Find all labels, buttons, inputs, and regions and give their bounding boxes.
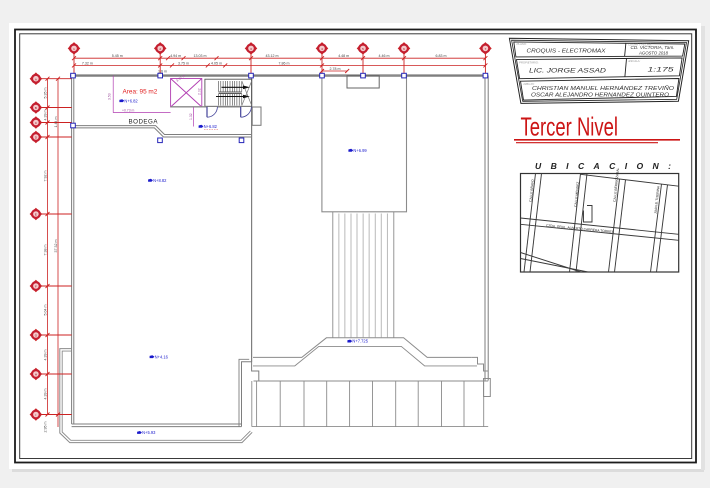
svg-text:4.39 m: 4.39 m (43, 389, 47, 400)
svg-text:2: 2 (159, 47, 161, 51)
svg-text:LIC. JORGE ASSAD: LIC. JORGE ASSAD (529, 68, 607, 75)
svg-text:E: E (35, 213, 37, 217)
svg-text:JUAN B. TIJERINA: JUAN B. TIJERINA (654, 185, 661, 214)
svg-text:LUGAR Y FECHA:: LUGAR Y FECHA: (629, 43, 652, 47)
svg-text:1.44 m: 1.44 m (54, 117, 58, 128)
svg-text:4: 4 (321, 47, 323, 51)
svg-text:7.92 m: 7.92 m (43, 171, 47, 182)
svg-text:C: C (35, 121, 38, 125)
svg-text:B: B (35, 106, 37, 110)
svg-text:3.57 m: 3.57 m (175, 73, 186, 82)
svg-text:N+6.82: N+6.82 (204, 124, 218, 129)
svg-text:5.35 m: 5.35 m (43, 88, 47, 99)
svg-text:PROPIETARIO:: PROPIETARIO: (519, 61, 539, 65)
svg-text:6.83 m: 6.83 m (436, 54, 447, 58)
svg-text:F: F (35, 285, 37, 289)
svg-text:37.32 m: 37.32 m (54, 240, 58, 253)
svg-text:Tercer Nivel: Tercer Nivel (521, 112, 619, 142)
svg-text:7.38 m: 7.38 m (43, 245, 47, 256)
svg-text:CD. VICTORIA, Tam.: CD. VICTORIA, Tam. (631, 45, 675, 50)
svg-text:4.46 m: 4.46 m (379, 54, 390, 58)
svg-text:7: 7 (485, 47, 487, 51)
svg-text:CHRISTIAN MANUEL HERNÁNDEZ TRE: CHRISTIAN MANUEL HERNÁNDEZ TREVIÑO (532, 85, 675, 92)
svg-text:N+4.16: N+4.16 (155, 354, 169, 359)
svg-text:5: 5 (362, 47, 364, 51)
svg-text:H: H (35, 373, 37, 377)
svg-text:OSCAR ALEJANDRO HERNANDEZ QUIN: OSCAR ALEJANDRO HERNANDEZ QUINTERO (531, 92, 670, 98)
svg-text:3.53: 3.53 (108, 93, 112, 100)
svg-text:I: I (35, 413, 36, 417)
svg-text:2.95 m: 2.95 m (43, 422, 47, 433)
svg-text:2.78 m: 2.78 m (330, 67, 341, 71)
svg-text:4.05 m: 4.05 m (211, 61, 222, 65)
svg-text:1: 1 (73, 47, 75, 51)
svg-text:3: 3 (250, 47, 252, 51)
svg-text:BODEGA: BODEGA (129, 119, 159, 126)
svg-text:G: G (35, 334, 38, 338)
svg-text:3.75 m: 3.75 m (178, 61, 189, 65)
svg-text:+0.73 m: +0.73 m (122, 108, 135, 112)
svg-text:CZDA. GRAL. ALBERTO CARRERA TO: CZDA. GRAL. ALBERTO CARRERA TORRES (546, 224, 615, 235)
svg-text:7.86 m: 7.86 m (279, 61, 290, 65)
svg-text:2.02: 2.02 (198, 88, 202, 95)
svg-text:13.03 m: 13.03 m (194, 54, 207, 58)
svg-text:5.04 m: 5.04 m (43, 305, 47, 316)
svg-text:CALLE BERRIOZABAL: CALLE BERRIOZABAL (613, 167, 621, 202)
svg-text:CALLE MENDEZ: CALLE MENDEZ (574, 182, 581, 208)
svg-text:D: D (35, 136, 38, 140)
svg-text:1:175: 1:175 (648, 67, 675, 74)
svg-text:DIBUJO:: DIBUJO: (524, 82, 535, 86)
svg-text:N+5.93: N+5.93 (142, 430, 156, 435)
svg-text:7.32 m: 7.32 m (82, 61, 93, 65)
svg-text:4.94 m: 4.94 m (170, 54, 181, 58)
svg-text:43.12 m: 43.12 m (266, 54, 279, 58)
svg-text:N+7.725: N+7.725 (352, 339, 368, 344)
svg-text:4.39 m: 4.39 m (43, 110, 47, 121)
svg-text:N+8.82: N+8.82 (153, 178, 167, 183)
svg-text:1.32: 1.32 (189, 113, 193, 120)
svg-text:Area: 95 m2: Area: 95 m2 (123, 88, 158, 95)
svg-text:N+6.99: N+6.99 (353, 148, 367, 153)
svg-text:PLANO:: PLANO: (517, 42, 527, 46)
svg-text:AGOSTO 2018: AGOSTO 2018 (638, 51, 669, 56)
svg-text:6: 6 (403, 47, 405, 51)
svg-text:N+6.82: N+6.82 (124, 98, 138, 103)
svg-text:CROQUIS - ELECTROMAX: CROQUIS - ELECTROMAX (527, 49, 606, 55)
svg-text:4.48 m: 4.48 m (338, 54, 349, 58)
svg-text:1.6 m: 1.6 m (158, 70, 167, 74)
svg-text:4.39 m: 4.39 m (43, 350, 47, 361)
svg-text:ESCALA:: ESCALA: (629, 59, 641, 63)
svg-text:CALLE BRAVO: CALLE BRAVO (529, 179, 535, 202)
svg-text:A: A (35, 77, 37, 81)
svg-text:5.45 m: 5.45 m (112, 54, 123, 58)
